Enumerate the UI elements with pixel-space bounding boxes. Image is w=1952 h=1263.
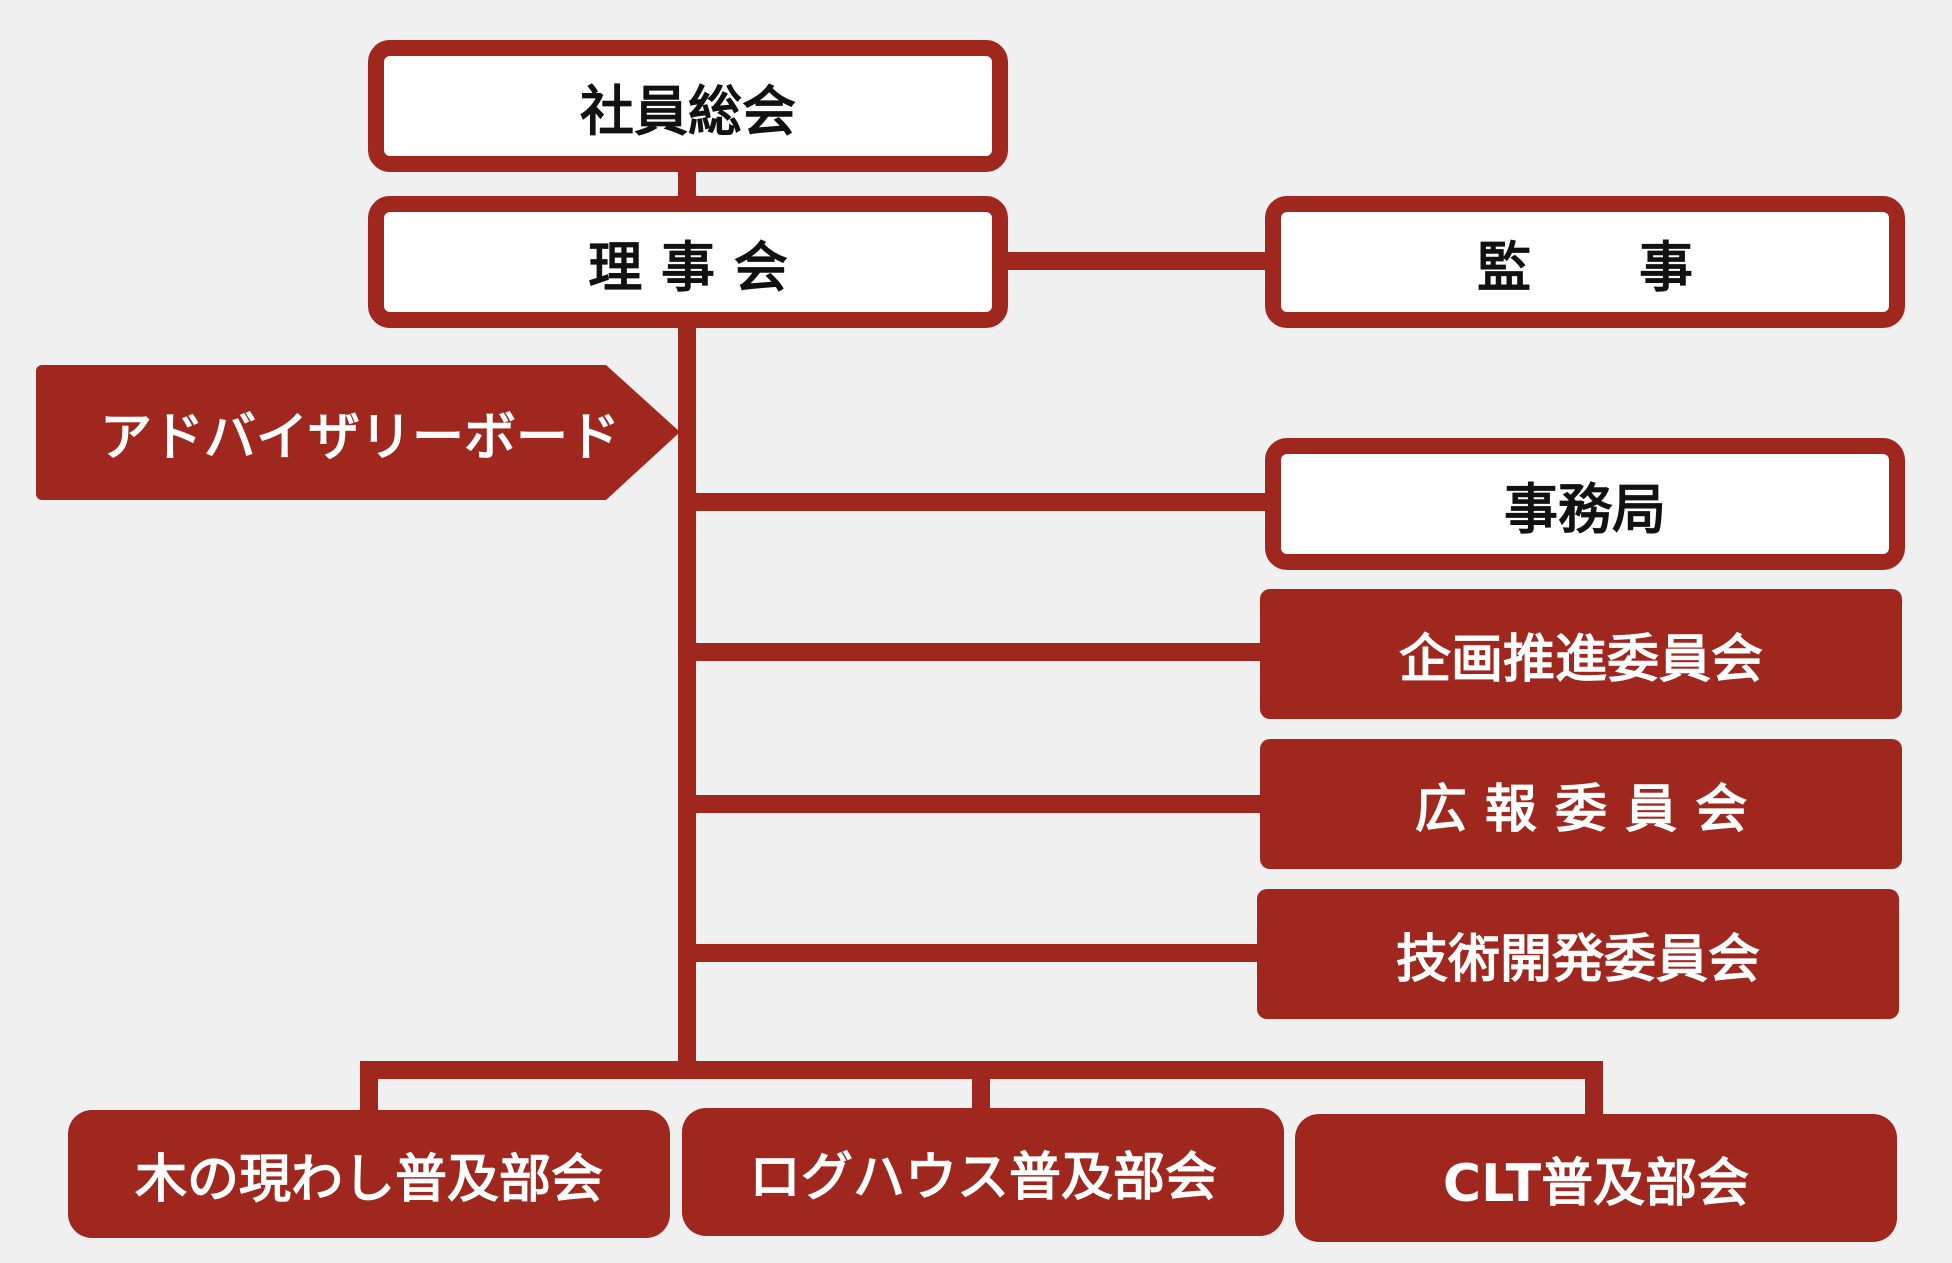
division-clt-label: CLT普及部会	[1442, 1153, 1750, 1214]
committee-planning-box: 企画推進委員会	[1260, 589, 1902, 719]
connector-division-1	[360, 1061, 378, 1121]
board-label: 理 事 会	[588, 235, 788, 299]
board-box: 理 事 会	[368, 196, 1008, 328]
connector-committee-2	[686, 795, 1280, 813]
division-clt-box: CLT普及部会	[1295, 1114, 1897, 1242]
general-meeting-label: 社員総会	[580, 79, 796, 143]
division-exposed-wood-label: 木の現わし普及部会	[134, 1149, 603, 1210]
connector-committee-1	[686, 643, 1280, 661]
connector-board-auditor	[1000, 252, 1280, 270]
committee-tech-label: 技術開発委員会	[1395, 929, 1760, 990]
auditor-box: 監 事	[1265, 196, 1905, 328]
committee-pr-label: 広 報 委 員 会	[1414, 779, 1748, 840]
division-loghouse-label: ログハウス普及部会	[748, 1147, 1217, 1208]
committee-planning-label: 企画推進委員会	[1398, 629, 1763, 690]
general-meeting-box: 社員総会	[368, 40, 1008, 172]
division-loghouse-box: ログハウス普及部会	[682, 1108, 1284, 1236]
advisory-board-label: アドバイザリーボード	[100, 408, 621, 468]
committee-pr-box: 広 報 委 員 会	[1260, 739, 1902, 869]
secretariat-box: 事務局	[1265, 438, 1905, 570]
division-exposed-wood-box: 木の現わし普及部会	[68, 1110, 670, 1238]
committee-tech-box: 技術開発委員会	[1257, 889, 1899, 1019]
auditor-label: 監 事	[1477, 235, 1693, 299]
connector-division-2	[972, 1061, 990, 1121]
secretariat-label: 事務局	[1504, 477, 1666, 541]
connector-secretariat	[686, 493, 1280, 511]
connector-division-3	[1585, 1061, 1603, 1121]
connector-committee-3	[686, 944, 1280, 962]
advisory-board-arrow: アドバイザリーボード	[36, 365, 680, 500]
